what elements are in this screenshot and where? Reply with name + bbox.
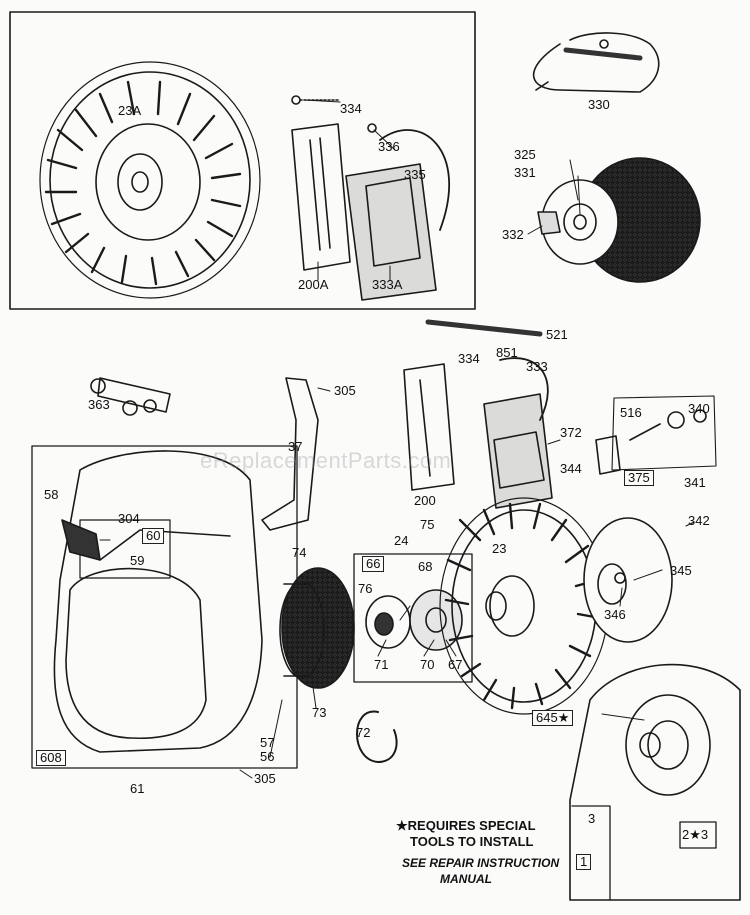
part-305-label: 305 <box>334 383 356 398</box>
rotating-screen-331-drawing <box>537 157 701 283</box>
part-344-label: 344 <box>560 461 582 476</box>
part-37-label: 37 <box>288 439 303 454</box>
part-333a-label: 333A <box>372 277 403 292</box>
part-2-3-label: 2★3 <box>682 827 709 842</box>
part-608-label: 608 <box>36 750 66 766</box>
part-342-label: 342 <box>688 513 710 528</box>
note-manual: MANUAL <box>440 872 492 886</box>
clutch-group-box <box>353 553 473 683</box>
bracket-363-drawing <box>90 377 171 416</box>
part-645-label: 645★ <box>532 710 574 726</box>
part-1-label: 1 <box>576 854 592 870</box>
wire-330-drawing <box>532 32 660 93</box>
part-363-label: 363 <box>88 397 110 412</box>
part-56-label: 56 <box>260 749 275 764</box>
part-74-label: 74 <box>292 545 307 560</box>
part-340-label: 340 <box>688 401 710 416</box>
leader-lines <box>99 99 695 779</box>
part-75-label: 75 <box>420 517 435 532</box>
part-304-label: 304 <box>118 511 140 526</box>
part-334-label: 334 <box>340 101 362 116</box>
part-521-label: 521 <box>546 327 568 342</box>
part-67-label: 67 <box>448 657 463 672</box>
part-372-label: 372 <box>560 425 582 440</box>
part-335-label: 335 <box>404 167 426 182</box>
part-59-label: 59 <box>130 553 145 568</box>
part-851-label: 851 <box>496 345 518 360</box>
part-3-label: 3 <box>588 811 596 826</box>
stop-switch-drawing <box>595 395 717 475</box>
starter-clutch-drawing <box>365 589 463 651</box>
part-341-label: 341 <box>684 475 706 490</box>
part-66-label: 66 <box>362 556 385 572</box>
armature-200-drawing <box>403 357 553 509</box>
starter-pulley-73-drawing <box>279 567 355 689</box>
part-57-label: 57 <box>260 735 275 750</box>
tube-521-drawing <box>425 319 543 337</box>
part-61-label: 61 <box>130 781 145 796</box>
note-tools-to-install: TOOLS TO INSTALL <box>410 834 534 849</box>
crankcase-drawing <box>569 663 741 901</box>
part-68-label: 68 <box>418 559 433 574</box>
part-305b-label: 305 <box>254 771 276 786</box>
part-332-label: 332 <box>502 227 524 242</box>
part-325-label: 325 <box>514 147 536 162</box>
watermark: eReplacementParts.com <box>200 448 452 473</box>
part-23-label: 23 <box>492 541 507 556</box>
part-60-label: 60 <box>142 528 165 544</box>
part-334b-label: 334 <box>458 351 480 366</box>
note-see-repair: SEE REPAIR INSTRUCTION <box>402 856 560 870</box>
part-73-label: 73 <box>312 705 327 720</box>
inset-box <box>9 11 476 310</box>
part-330-label: 330 <box>588 97 610 112</box>
part-72-label: 72 <box>356 725 371 740</box>
part-76-label: 76 <box>358 581 373 596</box>
part-375-label: 375 <box>624 470 654 486</box>
part-23a-label: 23A <box>118 103 142 118</box>
note-requires-special: ★REQUIRES SPECIAL <box>396 818 536 833</box>
part-331-label: 331 <box>514 165 536 180</box>
part-345-label: 345 <box>670 563 692 578</box>
reference-box <box>571 805 717 901</box>
part-70-label: 70 <box>420 657 435 672</box>
part-346-label: 346 <box>604 607 626 622</box>
retainer-72-drawing <box>356 710 398 763</box>
flywheel-23a-drawing <box>39 61 261 299</box>
part-516-label: 516 <box>620 405 642 420</box>
armature-200a-drawing <box>291 95 451 301</box>
part-336-label: 336 <box>378 139 400 154</box>
part-333-label: 333 <box>526 359 548 374</box>
part-200a-label: 200A <box>298 277 329 292</box>
part-58-label: 58 <box>44 487 59 502</box>
fan-cup-345-drawing <box>583 517 673 643</box>
part-24-label: 24 <box>394 533 409 548</box>
part-71-label: 71 <box>374 657 389 672</box>
part-200-label: 200 <box>414 493 436 508</box>
baffle-37-drawing <box>261 377 319 531</box>
blower-housing-608-drawing <box>31 445 298 769</box>
